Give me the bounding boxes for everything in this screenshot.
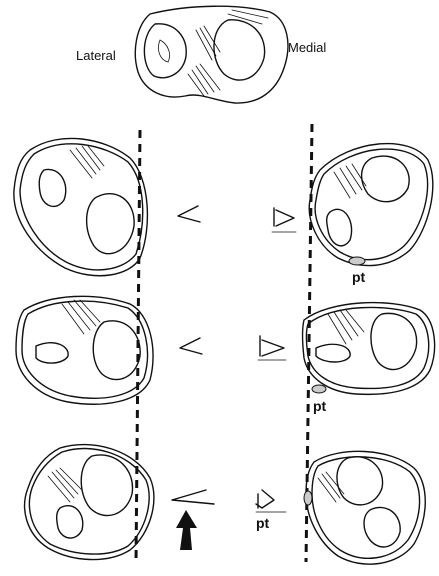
row3-left-plateau [24, 443, 155, 561]
left-dashed-line [134, 129, 142, 563]
row3-arrow [176, 510, 197, 550]
row3-right-plateau [303, 450, 426, 565]
row2-pt-label: pt [313, 398, 327, 414]
row1-patellar-tendon-marker [348, 256, 366, 266]
row2-angle-right [257, 335, 287, 361]
row3-patellar-tendon-marker [303, 490, 313, 506]
row1-angle-right [271, 207, 297, 233]
row2-left-plateau [15, 295, 154, 405]
row1-pt-label: pt [352, 269, 366, 285]
row1-angle-left [177, 205, 201, 223]
row3-angle-right [255, 489, 287, 513]
medial-label: Medial [288, 40, 326, 55]
row2-right-plateau [301, 301, 436, 396]
row2-angle-left [179, 337, 203, 355]
lateral-label: Lateral [76, 48, 116, 63]
row1-left-plateau [13, 137, 149, 277]
row3-pt-label: pt [256, 515, 270, 531]
row3-angle-left [171, 489, 215, 505]
row1-right-plateau [308, 142, 434, 267]
row2-patellar-tendon-marker [311, 384, 327, 394]
top-tibial-plateau [134, 5, 289, 104]
